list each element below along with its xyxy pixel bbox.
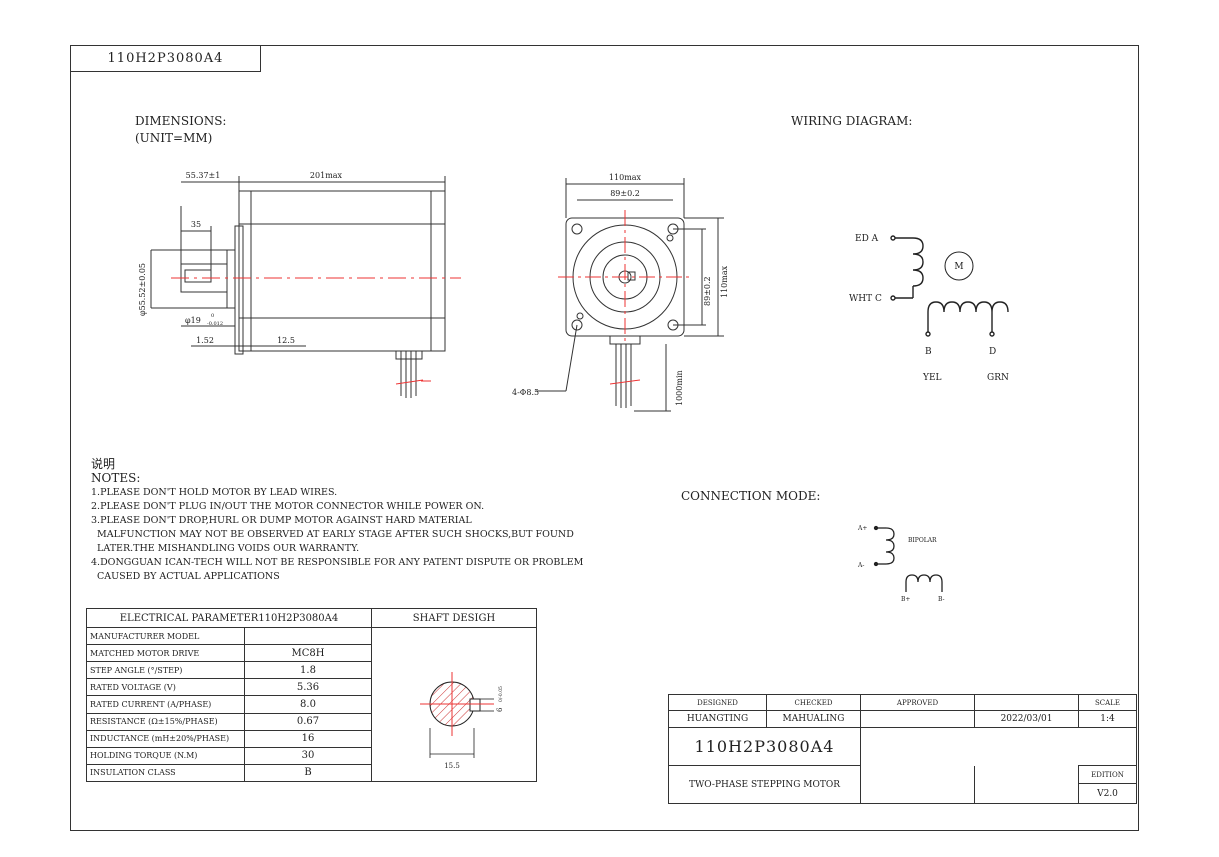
dim-hole-spacing: 89±0.2 [610,189,640,198]
shaft-section-drawing: 15.5 6 0/-0.05 [420,672,504,770]
wire-label-c: WHT C [849,294,882,304]
dim-pilot-dia: φ55.52±0.05 [138,263,147,316]
wire-color-b: YEL [922,373,942,383]
param-value: 16 [244,729,372,748]
dim-front-width: 110max [609,173,642,182]
wiring-diagram: ED A WHT C M B D YEL GRN [849,234,1009,383]
dim-shaft-length: 55.37±1 [186,171,221,180]
dim-shaft-dia: φ19 [185,316,201,325]
note-line: 1.PLEASE DON'T HOLD MOTOR BY LEAD WIRES. [91,487,338,498]
param-label: INDUCTANCE (mH±20%/PHASE) [86,729,245,748]
note-line: 2.PLEASE DON'T PLUG IN/OUT THE MOTOR CON… [91,501,485,512]
motor-symbol: M [954,262,963,272]
note-line: 4.DONGGUAN ICAN-TECH WILL NOT BE RESPONS… [91,557,584,568]
conn-label-b-plus: B+ [901,596,910,603]
scale-label: SCALE [1078,694,1137,711]
param-label: RATED VOLTAGE (V) [86,678,245,697]
note-line: 3.PLEASE DON'T DROP,HURL OR DUMP MOTOR A… [91,515,472,526]
dim-shaft-tol-top: 0 [211,313,214,319]
conn-label-a-minus: A- [857,562,864,569]
drawing-date: 2022/03/01 [974,710,1079,728]
param-label: MATCHED MOTOR DRIVE [86,644,245,663]
front-view-drawing: 110max 89±0.2 89±0.2 110max 4-Φ8.5 1000m… [512,173,729,412]
param-label: RATED CURRENT (A/PHASE) [86,695,245,714]
side-view-drawing: 201max 55.37±1 35 φ55.52±0.05 φ19 0 -0.0… [138,171,461,398]
checked-by: MAHUALING [766,710,861,728]
param-label: MANUFACTURER MODEL [86,626,245,646]
shaft-dim-key: 6 [496,707,504,712]
drawing-edition: V2.0 [1078,783,1137,804]
param-value: 1.8 [244,661,372,680]
conn-label-a-plus: A+ [857,525,867,532]
title-block: DESIGNED CHECKED APPROVED SCALE HUANGTIN… [668,694,1137,804]
drawing-sheet: 110H2P3080A4 DIMENSIONS: (UNIT=MM) WIRIN… [70,45,1139,831]
dimensions-label: DIMENSIONS: [135,114,227,128]
electrical-header-label: ELECTRICAL PARAMETER [119,612,259,624]
connection-mode-diagram: A+ A- B+ B- BIPOLAR [857,525,945,603]
shaft-dim-key-tol: 0/-0.05 [498,686,504,702]
param-label: RESISTANCE (Ω±15%/PHASE) [86,712,245,731]
notes-title-cn: 说明 [91,457,116,471]
param-value: B [244,763,372,783]
dim-front-height: 110max [720,265,729,298]
electrical-header-model: 110H2P3080A4 [258,612,339,624]
param-value [244,626,372,646]
motor-description: TWO-PHASE STEPPING MOTOR [668,765,861,804]
conn-mode-bipolar: BIPOLAR [908,537,937,544]
param-value: MC8H [244,644,372,663]
conn-label-b-minus: B- [938,596,945,603]
dim-flange: 1.52 [196,336,214,345]
model-title: 110H2P3080A4 [71,46,261,72]
param-value: 0.67 [244,712,372,731]
dim-hole-spacing-vertical: 89±0.2 [703,276,712,306]
dim-overall-length: 201max [310,171,343,180]
dim-shaft-tol-bottom: -0.012 [207,321,223,327]
param-label: HOLDING TORQUE (N.M) [86,746,245,765]
notes-list: 1.PLEASE DON'T HOLD MOTOR BY LEAD WIRES.… [91,487,583,585]
shaft-dim-width: 15.5 [444,762,460,770]
unit-label: (UNIT=MM) [135,131,213,145]
dim-key-length: 35 [191,220,201,229]
param-value: 8.0 [244,695,372,714]
wire-label-d: D [989,347,996,357]
designed-by: HUANGTING [668,710,767,728]
edition-label: EDITION [1078,765,1137,784]
wire-color-d: GRN [987,373,1009,383]
approved-label: APPROVED [860,694,975,711]
wire-label-b: B [925,347,932,357]
wire-label-a: ED A [855,234,879,244]
dim-mounting-holes: 4-Φ8.5 [512,388,539,397]
designed-label: DESIGNED [668,694,767,711]
title-block-model: 110H2P3080A4 [668,727,861,766]
connection-mode-label: CONNECTION MODE: [681,489,821,503]
param-value: 5.36 [244,678,372,697]
wiring-diagram-label: WIRING DIAGRAM: [791,114,913,128]
notes-title: NOTES: [91,471,141,485]
note-line: LATER.THE MISHANDLING VOIDS OUR WARRANTY… [91,543,360,554]
note-line: CAUSED BY ACTUAL APPLICATIONS [91,571,280,582]
drawing-scale: 1:4 [1078,710,1137,728]
electrical-header: ELECTRICAL PARAMETER110H2P3080A4 [86,608,372,628]
note-line: MALFUNCTION MAY NOT BE OBSERVED AT EARLY… [91,529,574,540]
shaft-design-cell: 15.5 6 0/-0.05 [371,627,537,782]
param-label: INSULATION CLASS [86,763,245,783]
dim-flange-2: 12.5 [277,336,295,345]
shaft-design-header: SHAFT DESIGH [371,608,537,628]
param-value: 30 [244,746,372,765]
checked-label: CHECKED [766,694,861,711]
dim-lead-length: 1000min [675,370,684,406]
electrical-parameter-table: ELECTRICAL PARAMETER110H2P3080A4 SHAFT D… [86,608,537,783]
param-label: STEP ANGLE (°/STEP) [86,661,245,680]
